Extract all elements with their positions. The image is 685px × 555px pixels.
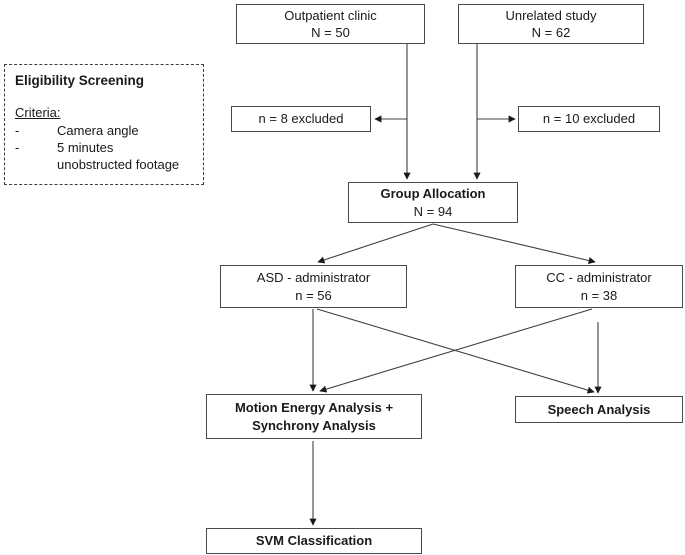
- node-count: n = 38: [580, 287, 618, 303]
- arrow-group-to-cc: [432, 223, 596, 265]
- node-count: N = 62: [531, 25, 571, 40]
- eligibility-screening-panel: Eligibility Screening Criteria: - Camera…: [4, 64, 204, 185]
- node-count: n = 56: [295, 287, 332, 303]
- node-label: SVM Classification: [255, 533, 373, 549]
- node-excluded-outpatient: n = 8 excluded: [231, 106, 371, 132]
- node-label: CC - administrator: [546, 270, 652, 286]
- node-label: ASD - administrator: [256, 270, 371, 286]
- node-label: n = 8 excluded: [258, 111, 344, 127]
- node-label: Synchrony Analysis: [252, 417, 376, 433]
- node-label: Motion Energy Analysis +: [234, 400, 394, 416]
- node-label: Speech Analysis: [547, 401, 651, 417]
- criteria-item-text: Camera angle: [57, 123, 139, 139]
- arrow-group-to-asd: [317, 223, 434, 264]
- bullet-dash: -: [15, 123, 20, 139]
- node-label: Unrelated study: [505, 7, 597, 23]
- bullet-dash: -: [15, 140, 20, 156]
- criteria-label: Criteria:: [15, 104, 61, 120]
- node-speech-analysis: Speech Analysis: [515, 396, 683, 423]
- node-count: N = 94: [413, 203, 453, 219]
- eligibility-title: Eligibility Screening: [15, 73, 145, 88]
- spacer: [15, 90, 193, 105]
- node-cc-administrator: CC - administrator n = 38: [515, 265, 683, 308]
- node-group-allocation: Group Allocation N = 94: [348, 182, 518, 223]
- criteria-item: - Camera angle: [15, 123, 193, 140]
- criteria-item-text: 5 minutes: [57, 140, 114, 156]
- node-svm-classification: SVM Classification: [206, 528, 422, 554]
- arrow-cc-to-motion: [319, 308, 593, 393]
- bullet-dash-empty: [15, 157, 57, 174]
- criteria-item-text: unobstructed footage: [57, 157, 180, 173]
- node-outpatient-clinic: Outpatient clinic N = 50: [236, 4, 425, 44]
- node-motion-energy-analysis: Motion Energy Analysis + Synchrony Analy…: [206, 394, 422, 439]
- node-label: Group Allocation: [380, 186, 486, 202]
- node-excluded-unrelated: n = 10 excluded: [518, 106, 660, 132]
- node-unrelated-study: Unrelated study N = 62: [458, 4, 644, 44]
- node-label: Outpatient clinic: [284, 7, 377, 23]
- criteria-item: - 5 minutes: [15, 140, 193, 157]
- node-asd-administrator: ASD - administrator n = 56: [220, 265, 407, 308]
- node-count: N = 50: [311, 25, 350, 40]
- criteria-item-continuation: unobstructed footage: [15, 157, 193, 174]
- node-label: n = 10 excluded: [542, 111, 636, 127]
